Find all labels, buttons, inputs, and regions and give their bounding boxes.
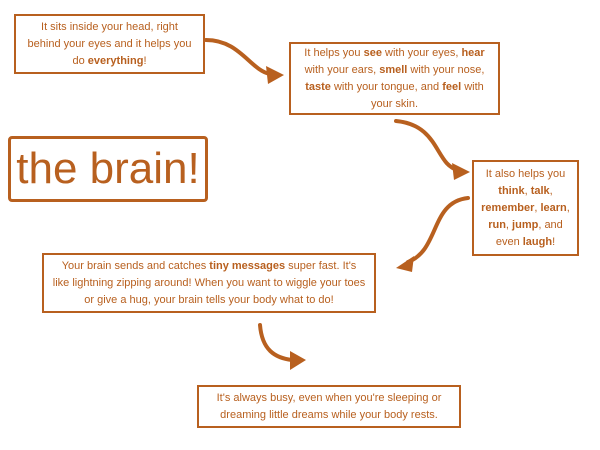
box-messages: Your brain sends and catches tiny messag… xyxy=(42,253,376,313)
box-abilities: It also helps you think, talk, remember,… xyxy=(472,160,579,256)
arrowhead-1 xyxy=(266,66,284,84)
arrowhead-4 xyxy=(290,351,306,370)
arrow-box3-to-box4 xyxy=(406,196,470,264)
diagram-title: the brain! xyxy=(8,136,208,202)
arrow-box1-to-box2 xyxy=(204,38,272,76)
box-location: It sits inside your head, right behind y… xyxy=(14,14,205,74)
arrowhead-3 xyxy=(396,256,414,272)
box-senses: It helps you see with your eyes, hear wi… xyxy=(289,42,500,115)
box-busy: It's always busy, even when you're sleep… xyxy=(197,385,461,428)
arrow-box2-to-box3 xyxy=(394,119,460,172)
arrowhead-2 xyxy=(452,163,470,180)
arrow-box4-to-box5 xyxy=(258,323,294,362)
